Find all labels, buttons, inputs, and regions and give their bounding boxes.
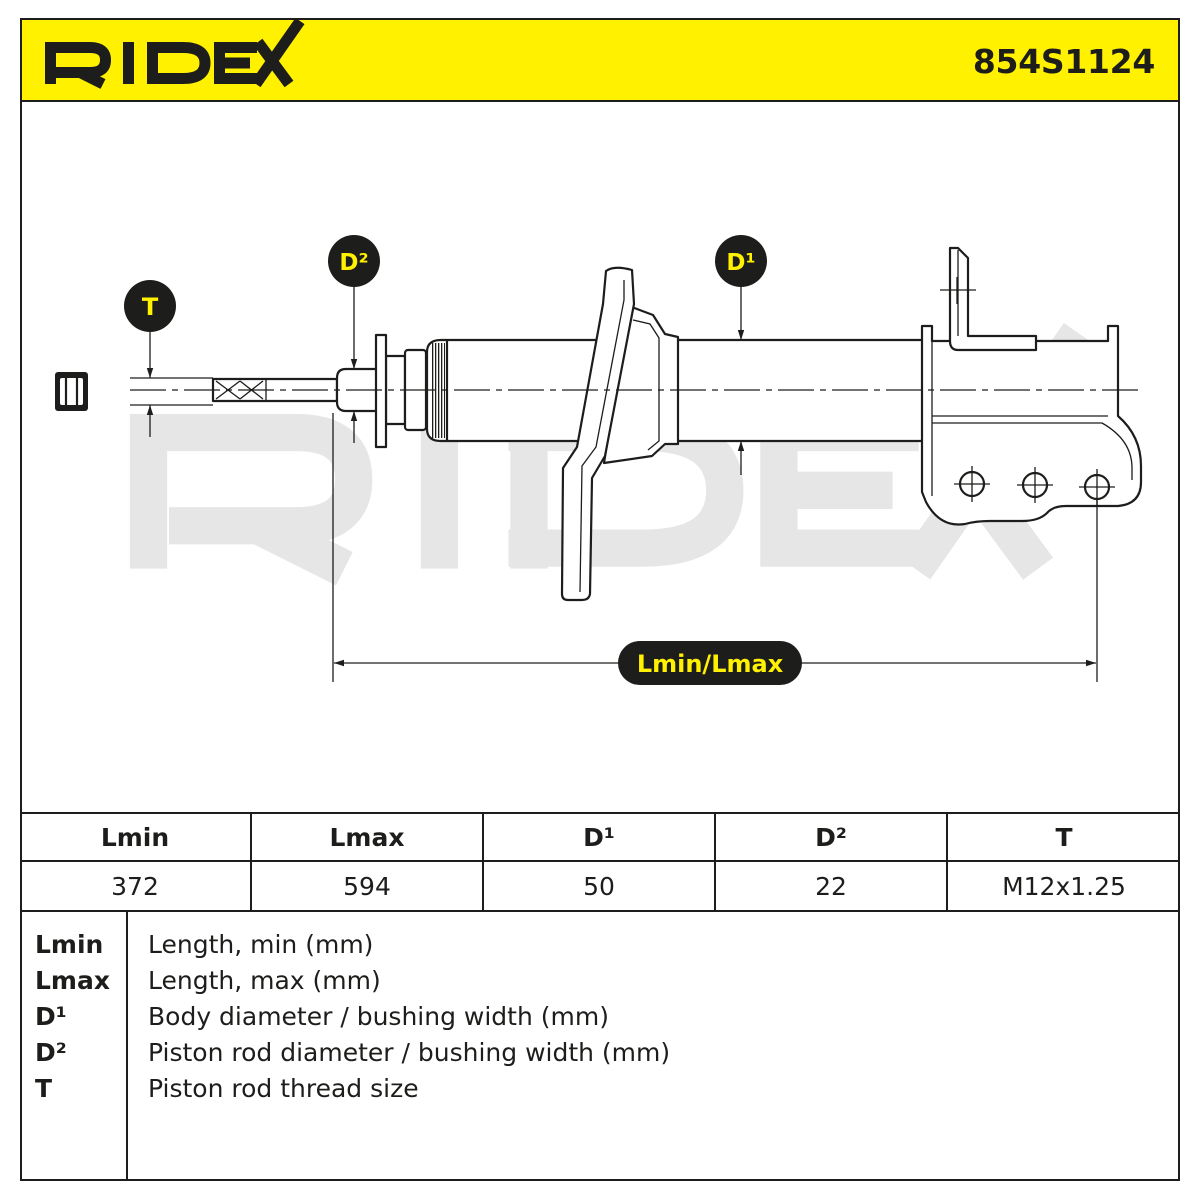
spec-header-d1: D¹: [484, 814, 716, 862]
spec-table: Lmin Lmax D¹ D² T 372 594 50 22 M12x1.25: [20, 812, 1180, 912]
spec-value-lmax: 594: [252, 862, 484, 910]
dimension-D1: D¹: [715, 235, 767, 475]
dimension-label-D2: D²: [339, 250, 368, 276]
body-top-cap: [374, 333, 428, 449]
dimension-badge: [124, 280, 176, 332]
ridex-logo: [45, 17, 305, 89]
header-bar: 854S1124: [20, 17, 1180, 102]
flange: [374, 333, 388, 449]
spec-header-d2: D²: [716, 814, 948, 862]
legend-description: Piston rod diameter / bushing width (mm): [148, 1038, 671, 1067]
dimension-label-length: Lmin/Lmax: [637, 650, 784, 678]
mounting-holes: [954, 466, 1115, 505]
dimension-D2: D²: [328, 235, 380, 443]
spring-seat: [560, 266, 680, 602]
spec-header-t: T: [948, 814, 1180, 862]
legend-description: Piston rod thread size: [148, 1074, 419, 1103]
legend-key: Lmax: [35, 966, 110, 995]
dimension-label-T: T: [142, 293, 159, 321]
legend-key: D²: [35, 1038, 67, 1067]
technical-drawing: T D² D¹ Lmin/Lmax: [55, 235, 1143, 685]
extension-lines: [332, 413, 1098, 682]
logo-letters: [45, 17, 305, 89]
legend-key: T: [35, 1074, 53, 1103]
mounting-hole: [1017, 467, 1053, 503]
spec-header-lmin: Lmin: [20, 814, 252, 862]
tab-hole-crosshair: [940, 277, 976, 304]
dimension-badge: [328, 235, 380, 287]
legend: Lmin Lmax D¹ D² T Length, min (mm) Lengt…: [20, 910, 1180, 1180]
dimension-label-D1: D¹: [726, 250, 755, 276]
mounting-hole: [1079, 469, 1115, 505]
brake-hose-tab: [948, 246, 1038, 352]
spec-value-d2: 22: [716, 862, 948, 910]
length-badge: [618, 641, 802, 685]
part-number: 854S1124: [972, 42, 1155, 81]
spec-header-lmax: Lmax: [252, 814, 484, 862]
spec-value-lmin: 372: [20, 862, 252, 910]
spec-value-d1: 50: [484, 862, 716, 910]
legend-keys: Lmin Lmax D¹ D² T: [20, 910, 128, 1180]
legend-description: Length, max (mm): [148, 966, 381, 995]
legend-key: D¹: [35, 1002, 67, 1031]
legend-descriptions: Length, min (mm) Length, max (mm) Body d…: [128, 910, 670, 1180]
mounting-hole: [954, 466, 990, 502]
legend-description: Body diameter / bushing width (mm): [148, 1002, 609, 1031]
dimension-T: T: [124, 280, 213, 437]
body-seal-hatch: [432, 343, 445, 438]
dimension-length: Lmin/Lmax: [332, 413, 1098, 685]
top-nut: [55, 372, 88, 411]
legend-key: Lmin: [35, 930, 104, 959]
dimension-badge: [715, 235, 767, 287]
spec-value-t: M12x1.25: [1002, 871, 1126, 901]
legend-description: Length, min (mm): [148, 930, 374, 959]
